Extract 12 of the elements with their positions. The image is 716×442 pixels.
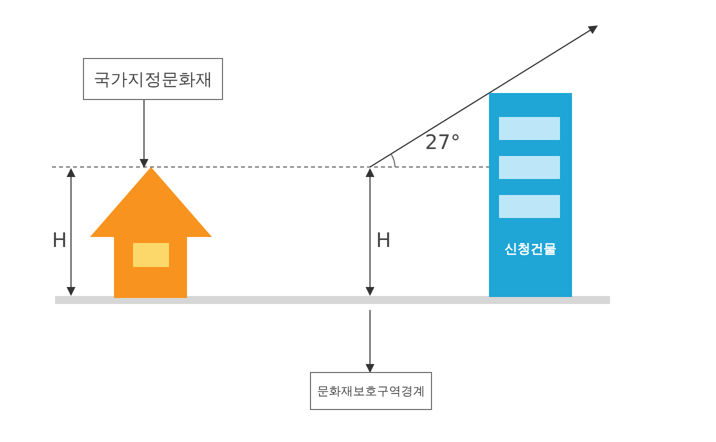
building-label: 신청건물 <box>504 241 558 258</box>
angle-label: 27° <box>425 130 460 154</box>
label-box <box>83 58 223 100</box>
label-box <box>310 372 432 410</box>
dimension-label: H <box>52 228 68 252</box>
arrow <box>140 100 148 168</box>
dimension-label: H <box>376 228 392 252</box>
box-label: 국가지정문화재 <box>94 68 212 90</box>
arrow <box>366 310 374 373</box>
box-label: 문화재보호구역경계 <box>317 382 425 400</box>
house-drawing <box>90 167 212 298</box>
building-drawing <box>489 93 572 297</box>
